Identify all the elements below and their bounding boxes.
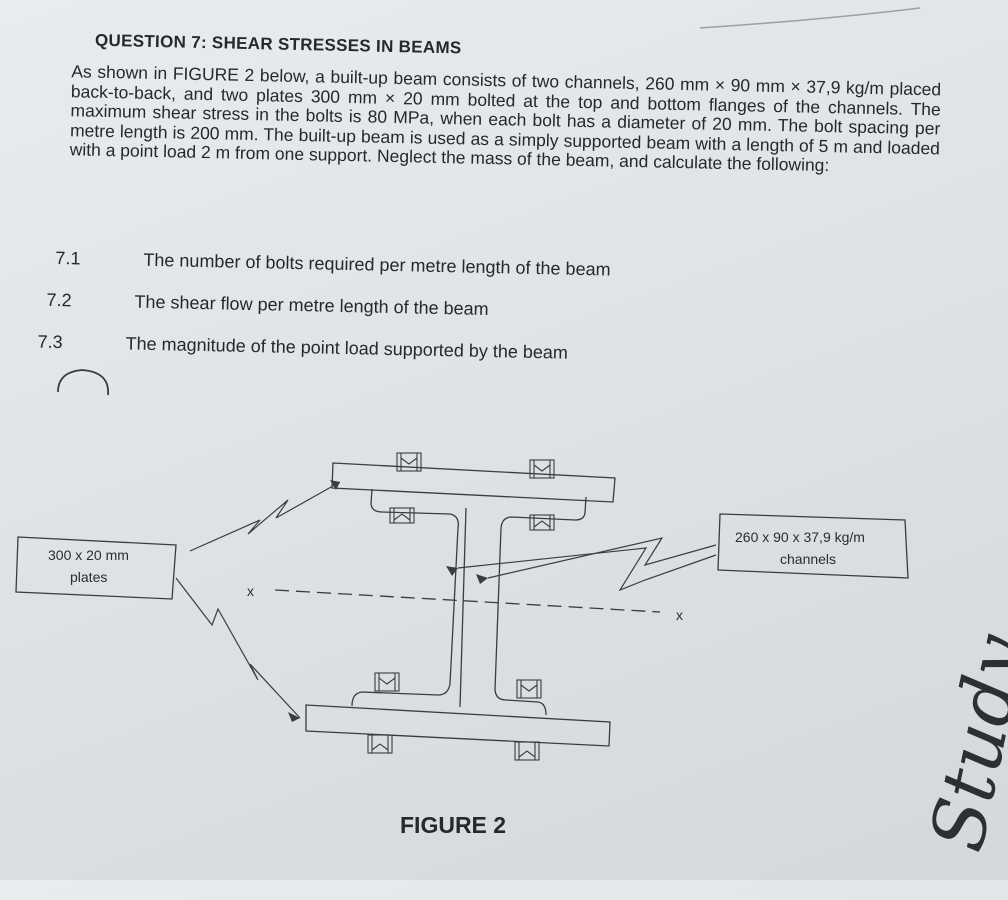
bolt-head: [367, 734, 393, 754]
arrowheads: [288, 480, 488, 722]
plates-label-line1: 300 x 20 mm: [48, 547, 129, 563]
bolt-nut: [374, 672, 400, 692]
axis-label-left: x: [247, 583, 254, 599]
bottom-plate: [305, 704, 611, 747]
channels-label-box: [717, 513, 909, 579]
left-channel-web: [459, 507, 467, 708]
bolts: [367, 452, 555, 761]
neutral-axis-line: [274, 589, 661, 613]
bolt-nut: [516, 679, 542, 699]
top-plate: [331, 462, 616, 503]
bolt-head: [514, 741, 540, 761]
plates-label-line2: plates: [70, 569, 107, 585]
plates-label-box: [15, 536, 177, 600]
bolt-head: [529, 459, 555, 479]
figure-diagram: x x 300 x 20 mm plates 260 x 90 x 37,9 k…: [15, 7, 921, 761]
bolt-head: [396, 452, 422, 472]
channels-label-line1: 260 x 90 x 37,9 kg/m: [735, 529, 865, 545]
bolt-nut: [389, 507, 415, 524]
bolt-nut: [529, 514, 555, 531]
handwritten-arc: [57, 369, 109, 396]
channels-label-line2: channels: [780, 551, 836, 567]
handwritten-stroke: [699, 7, 921, 29]
figure-caption: FIGURE 2: [400, 812, 507, 838]
right-channel: [494, 496, 587, 716]
axis-label-right: x: [676, 607, 683, 623]
left-channel: [351, 488, 459, 707]
leader-arrows: [175, 481, 717, 719]
